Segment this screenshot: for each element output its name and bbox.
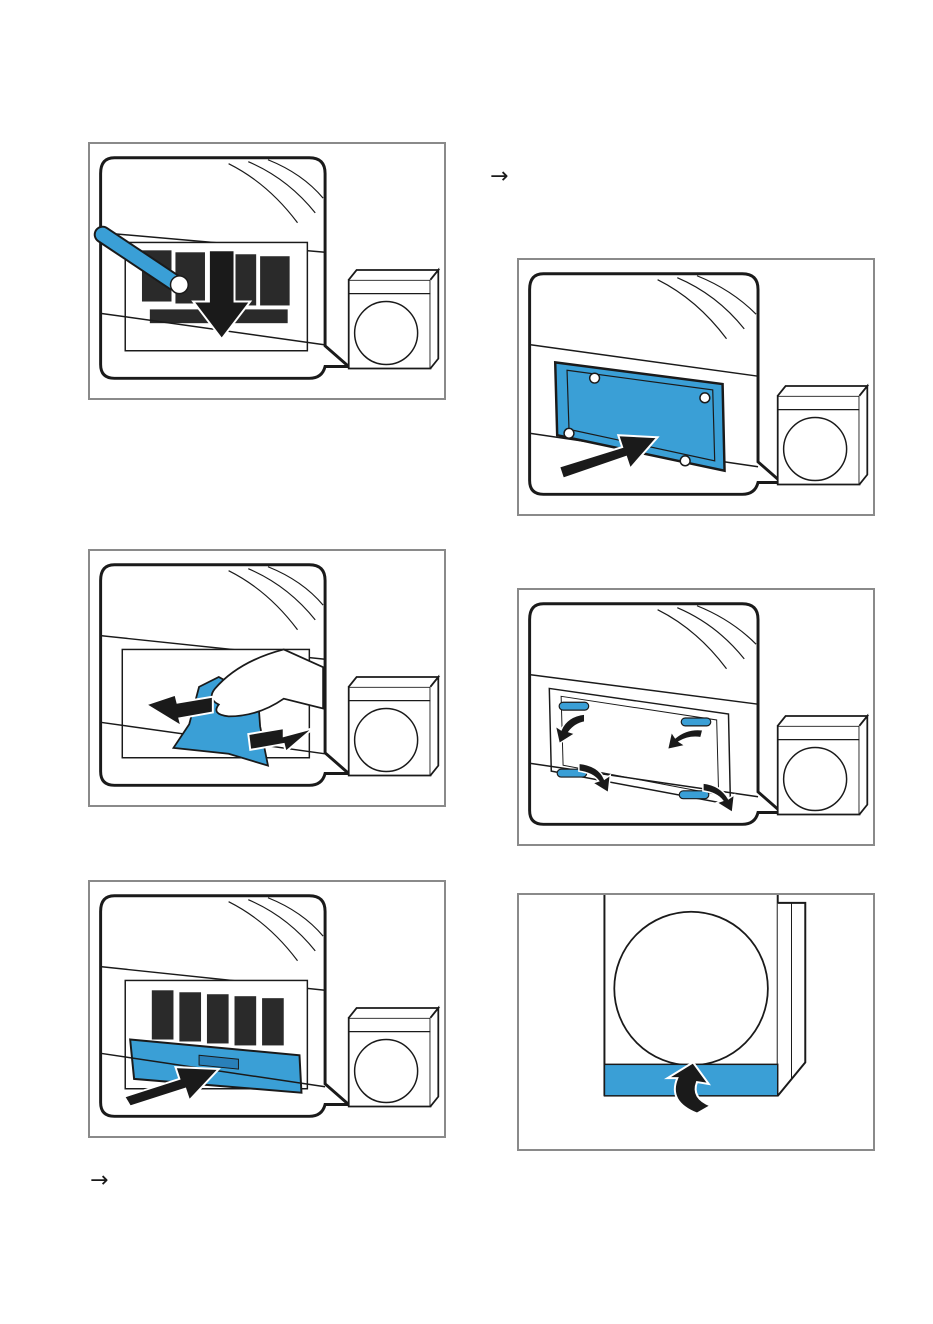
dryer-thumbnail xyxy=(778,716,868,814)
figure-close-flap xyxy=(517,893,875,1151)
figure-insert-cover xyxy=(517,258,875,516)
dryer-thumbnail xyxy=(349,677,439,775)
insert-cover-illustration xyxy=(519,260,873,514)
vacuum-illustration xyxy=(90,144,444,398)
figure-insert-filter xyxy=(88,880,446,1138)
step-arrow-right: → xyxy=(490,166,508,188)
close-flap-illustration xyxy=(519,895,873,1149)
dryer-thumbnail xyxy=(778,386,868,484)
lock-levers-illustration xyxy=(519,590,873,844)
step-arrow-bottom: → xyxy=(90,1170,108,1192)
dryer-thumbnail xyxy=(349,1008,439,1106)
figure-vacuum-filter xyxy=(88,142,446,400)
wipe-cloth-illustration xyxy=(90,551,444,805)
figure-wipe-cloth xyxy=(88,549,446,807)
insert-filter-illustration xyxy=(90,882,444,1136)
dryer-thumbnail xyxy=(349,270,439,368)
figure-lock-levers xyxy=(517,588,875,846)
